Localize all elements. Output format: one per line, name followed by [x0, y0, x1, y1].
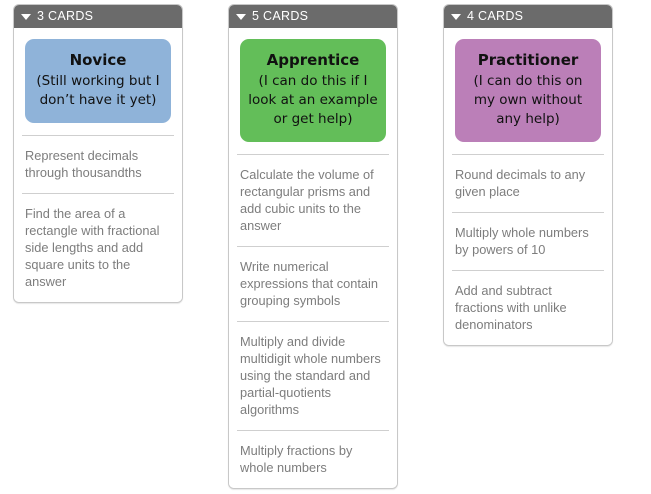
banner-wrapper-novice: Novice (Still working but I don’t have i…: [14, 28, 182, 135]
board-column-apprentice[interactable]: 5 CARDS Apprentice (I can do this if I l…: [228, 4, 398, 489]
level-banner-apprentice[interactable]: Apprentice (I can do this if I look at a…: [240, 39, 386, 142]
column-body-apprentice: Apprentice (I can do this if I look at a…: [229, 28, 397, 488]
board-column-novice[interactable]: 3 CARDS Novice (Still working but I don’…: [13, 4, 183, 303]
level-subtitle: (I can do this if I look at an example o…: [248, 73, 378, 127]
level-subtitle: (I can do this on my own without any hel…: [473, 73, 583, 127]
banner-wrapper-apprentice: Apprentice (I can do this if I look at a…: [229, 28, 397, 154]
column-body-practitioner: Practitioner (I can do this on my own wi…: [444, 28, 612, 345]
level-title: Apprentice: [266, 51, 360, 69]
column-header-practitioner[interactable]: 4 CARDS: [444, 5, 612, 28]
level-banner-practitioner[interactable]: Practitioner (I can do this on my own wi…: [455, 39, 601, 142]
list-item[interactable]: Multiply fractions by whole numbers: [237, 430, 389, 488]
column-card-count: 3 CARDS: [37, 9, 94, 24]
list-item[interactable]: Find the area of a rectangle with fracti…: [22, 193, 174, 302]
list-item[interactable]: Represent decimals through thousandths: [22, 135, 174, 193]
chevron-down-icon[interactable]: [236, 13, 246, 20]
list-item[interactable]: Multiply and divide multidigit whole num…: [237, 321, 389, 430]
level-subtitle: (Still working but I don’t have it yet): [36, 73, 160, 108]
chevron-down-icon[interactable]: [451, 13, 461, 20]
banner-wrapper-practitioner: Practitioner (I can do this on my own wi…: [444, 28, 612, 154]
list-item[interactable]: Round decimals to any given place: [452, 154, 604, 212]
level-banner-novice[interactable]: Novice (Still working but I don’t have i…: [25, 39, 171, 123]
column-card-count: 4 CARDS: [467, 9, 524, 24]
column-card-count: 5 CARDS: [252, 9, 309, 24]
list-item[interactable]: Write numerical expressions that contain…: [237, 246, 389, 321]
chevron-down-icon[interactable]: [21, 13, 31, 20]
column-header-apprentice[interactable]: 5 CARDS: [229, 5, 397, 28]
board-column-practitioner[interactable]: 4 CARDS Practitioner (I can do this on m…: [443, 4, 613, 346]
list-item[interactable]: Add and subtract fractions with unlike d…: [452, 270, 604, 345]
column-header-novice[interactable]: 3 CARDS: [14, 5, 182, 28]
level-title: Practitioner: [477, 51, 579, 69]
column-body-novice: Novice (Still working but I don’t have i…: [14, 28, 182, 302]
list-item[interactable]: Multiply whole numbers by powers of 10: [452, 212, 604, 270]
list-item[interactable]: Calculate the volume of rectangular pris…: [237, 154, 389, 246]
level-title: Novice: [69, 51, 127, 69]
